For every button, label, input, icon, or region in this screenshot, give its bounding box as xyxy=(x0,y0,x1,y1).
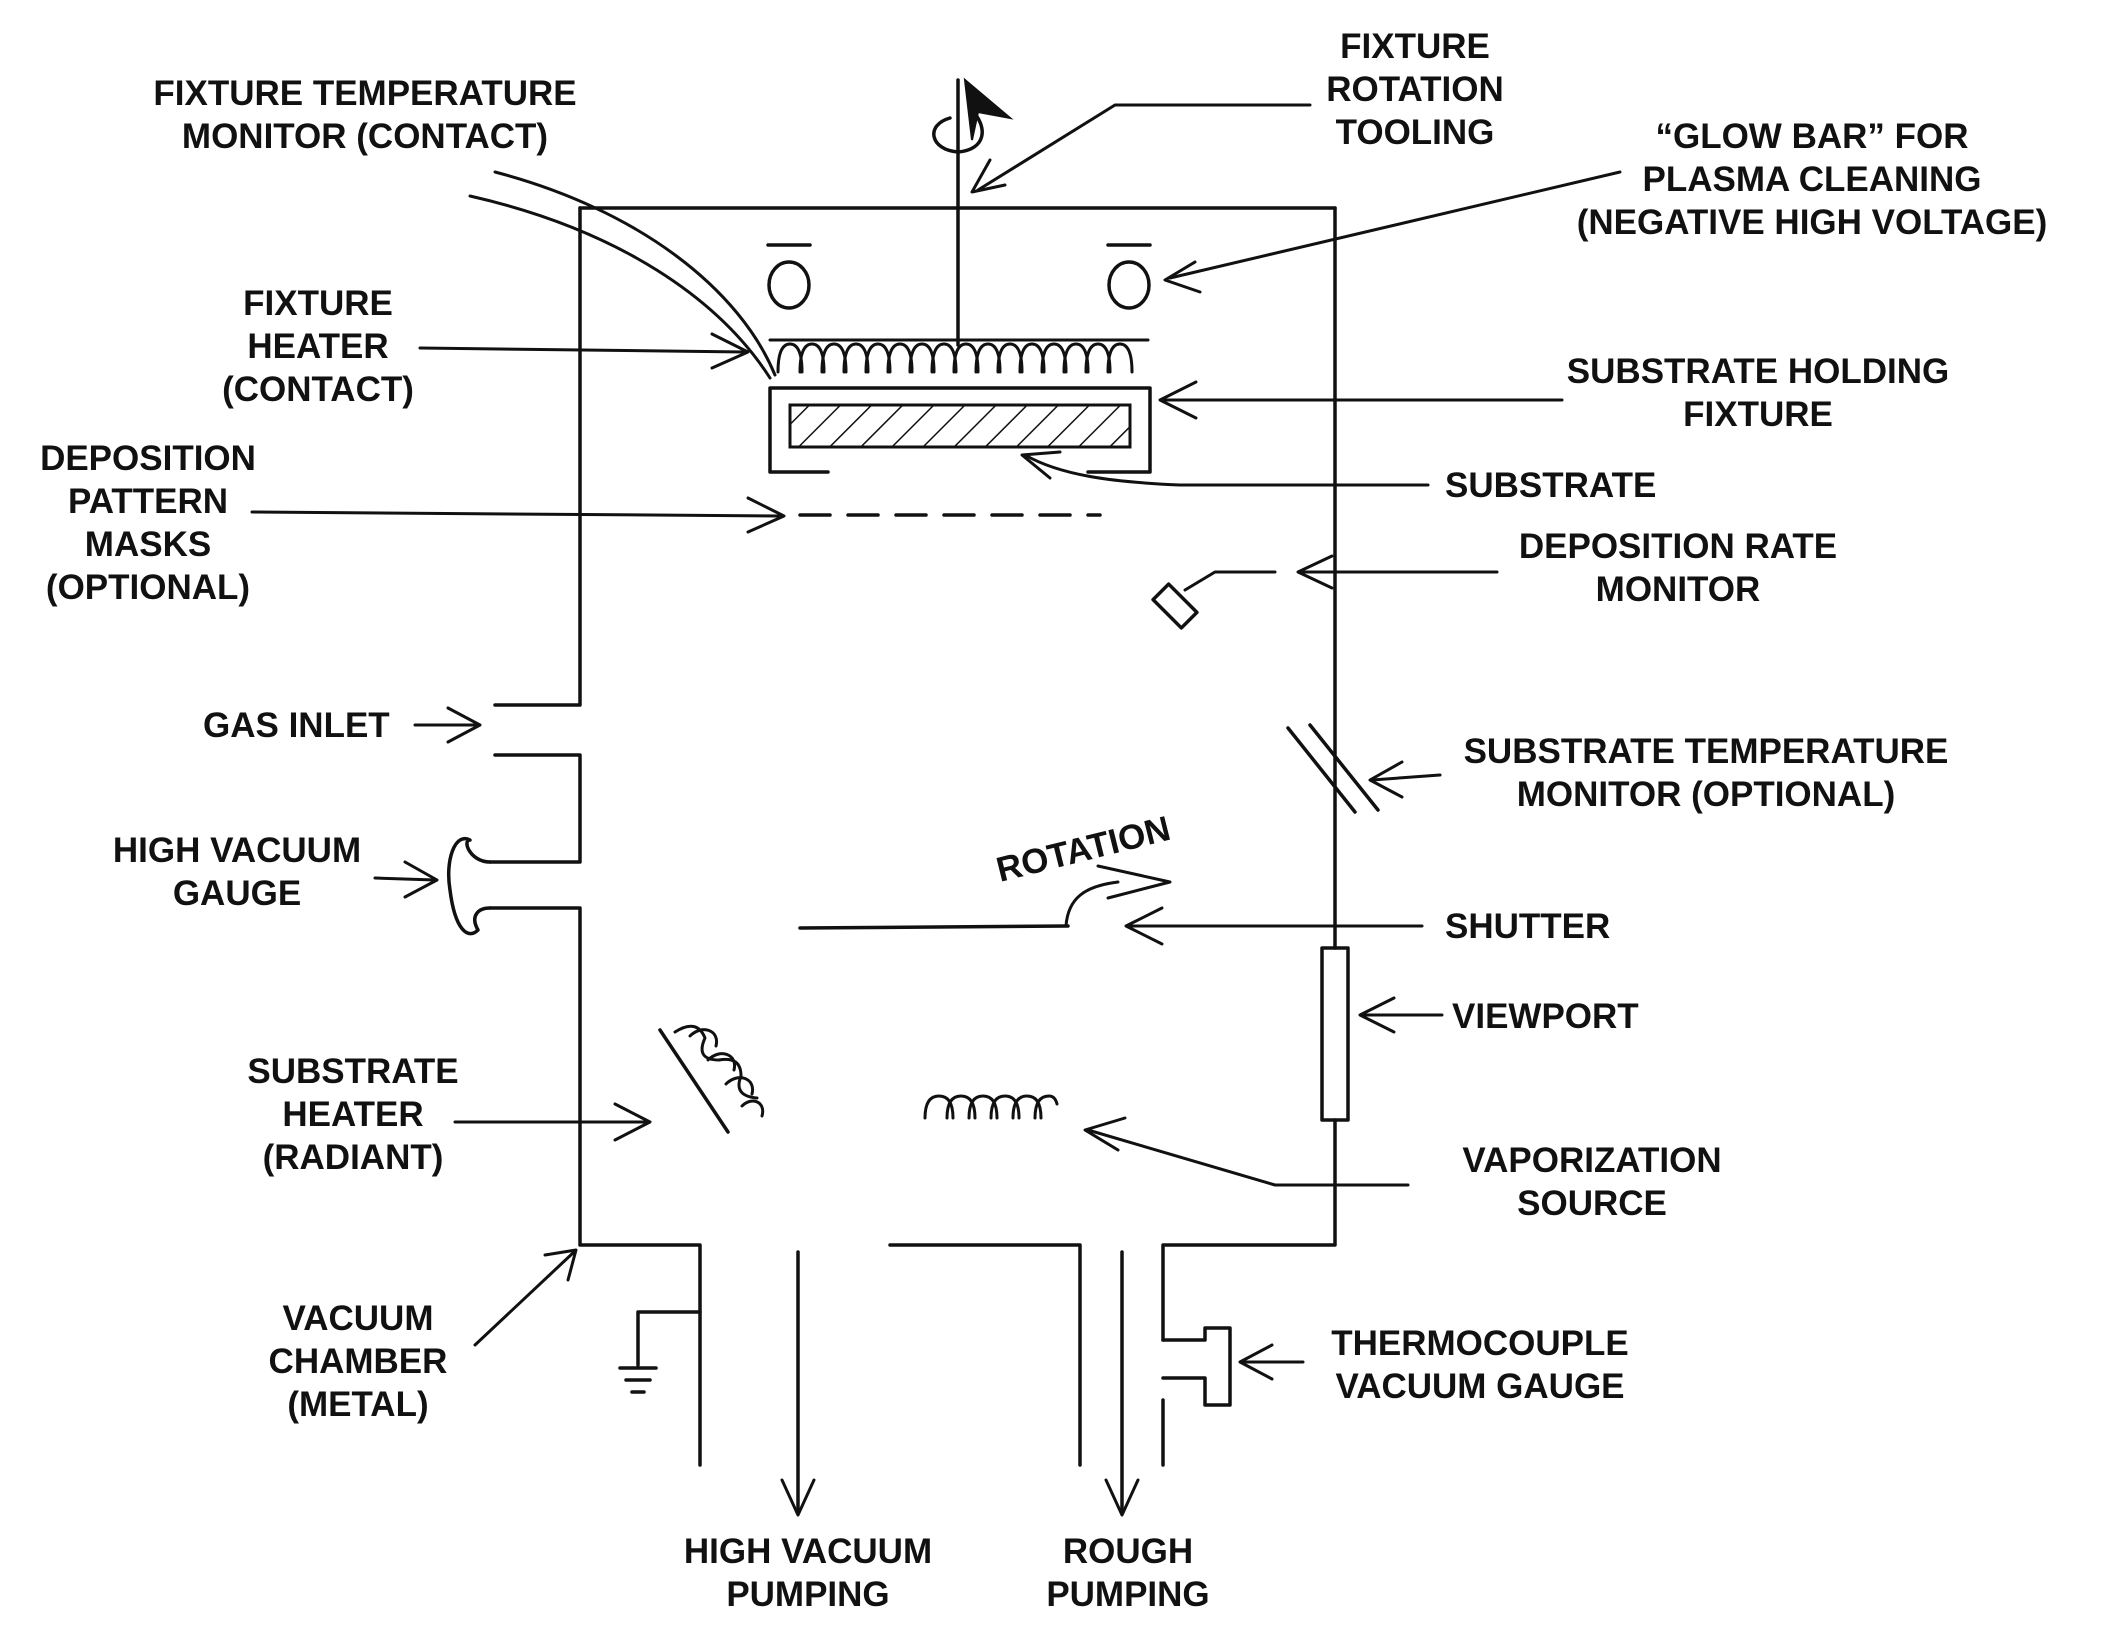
svg-text:“GLOW BAR” FOR: “GLOW BAR” FOR xyxy=(1655,117,1968,156)
deposition-rate-monitor-icon xyxy=(1151,570,1277,630)
leader-substrate-heater xyxy=(453,1102,652,1142)
label-high-vacuum-pumping: HIGH VACUUM PUMPING xyxy=(684,1532,932,1614)
svg-text:HIGH VACUUM: HIGH VACUUM xyxy=(684,1532,932,1571)
svg-text:MONITOR: MONITOR xyxy=(1596,570,1761,609)
svg-text:SHUTTER: SHUTTER xyxy=(1445,907,1610,946)
svg-text:TOOLING: TOOLING xyxy=(1336,113,1495,152)
leader-vacuum-chamber xyxy=(473,1248,578,1347)
leader-thermocouple xyxy=(1238,1343,1305,1381)
label-substrate-temp: SUBSTRATE TEMPERATURE MONITOR (OPTIONAL) xyxy=(1464,732,1949,814)
svg-text:HEATER: HEATER xyxy=(282,1095,423,1134)
svg-text:(CONTACT): (CONTACT) xyxy=(222,370,414,409)
svg-text:PUMPING: PUMPING xyxy=(1046,1575,1209,1614)
leader-vaporization-source xyxy=(1083,1116,1410,1187)
leader-viewport xyxy=(1358,996,1444,1034)
glow-bar-right-icon xyxy=(1106,243,1152,310)
label-fixture-heater: FIXTURE HEATER (CONTACT) xyxy=(222,284,414,409)
high-vacuum-pumping-arrow xyxy=(780,1250,816,1517)
svg-text:THERMOCOUPLE: THERMOCOUPLE xyxy=(1331,1324,1629,1363)
viewport-window xyxy=(1320,946,1350,1122)
svg-text:VAPORIZATION: VAPORIZATION xyxy=(1462,1141,1721,1180)
fixture-rotation-shaft xyxy=(932,77,1014,347)
thermocouple-gauge-icon xyxy=(1161,1326,1232,1407)
svg-text:DEPOSITION RATE: DEPOSITION RATE xyxy=(1519,527,1837,566)
leader-substrate xyxy=(1020,450,1430,487)
svg-text:SUBSTRATE TEMPERATURE: SUBSTRATE TEMPERATURE xyxy=(1464,732,1949,771)
leader-fixture-rotation xyxy=(970,103,1312,194)
svg-text:SUBSTRATE: SUBSTRATE xyxy=(247,1052,458,1091)
svg-text:(NEGATIVE HIGH VOLTAGE): (NEGATIVE HIGH VOLTAGE) xyxy=(1577,203,2048,242)
substrate-temp-monitor-icon xyxy=(1286,723,1380,814)
vaporization-source-coil xyxy=(923,1094,1059,1120)
svg-text:PUMPING: PUMPING xyxy=(726,1575,889,1614)
leader-high-vacuum-gauge xyxy=(373,860,439,899)
label-high-vacuum-gauge: HIGH VACUUM GAUGE xyxy=(113,831,361,913)
svg-text:FIXTURE: FIXTURE xyxy=(243,284,393,323)
svg-text:VIEWPORT: VIEWPORT xyxy=(1452,997,1639,1036)
svg-text:PLASMA CLEANING: PLASMA CLEANING xyxy=(1643,160,1982,199)
svg-text:MONITOR (CONTACT): MONITOR (CONTACT) xyxy=(182,117,548,156)
leader-substrate-holding xyxy=(1158,380,1564,420)
label-substrate-holding: SUBSTRATE HOLDING FIXTURE xyxy=(1567,352,1949,434)
svg-text:FIXTURE: FIXTURE xyxy=(1683,395,1833,434)
leader-glow-bar xyxy=(1163,170,1622,294)
svg-text:FIXTURE TEMPERATURE: FIXTURE TEMPERATURE xyxy=(153,74,576,113)
svg-text:FIXTURE: FIXTURE xyxy=(1340,27,1490,66)
svg-text:ROUGH: ROUGH xyxy=(1063,1532,1193,1571)
glow-bar-left-icon xyxy=(766,243,812,310)
svg-text:DEPOSITION: DEPOSITION xyxy=(40,439,256,478)
svg-text:MASKS: MASKS xyxy=(85,525,211,564)
svg-text:CHAMBER: CHAMBER xyxy=(269,1342,448,1381)
label-thermocouple: THERMOCOUPLE VACUUM GAUGE xyxy=(1331,1324,1629,1406)
svg-text:(OPTIONAL): (OPTIONAL) xyxy=(46,568,250,607)
svg-text:PATTERN: PATTERN xyxy=(68,482,228,521)
svg-text:ROTATION: ROTATION xyxy=(1326,70,1504,109)
label-fixture-temp-monitor: FIXTURE TEMPERATURE MONITOR (CONTACT) xyxy=(153,74,576,156)
label-shutter: SHUTTER xyxy=(1445,907,1610,946)
svg-text:GAUGE: GAUGE xyxy=(173,874,301,913)
leader-deposition-rate xyxy=(1296,554,1499,590)
label-vacuum-chamber: VACUUM CHAMBER (METAL) xyxy=(269,1299,448,1424)
svg-text:HEATER: HEATER xyxy=(247,327,388,366)
svg-text:SUBSTRATE: SUBSTRATE xyxy=(1445,466,1656,505)
svg-text:VACUUM GAUGE: VACUUM GAUGE xyxy=(1335,1367,1624,1406)
leader-shutter xyxy=(1124,906,1424,946)
svg-text:(METAL): (METAL) xyxy=(287,1385,428,1424)
label-substrate-heater: SUBSTRATE HEATER (RADIANT) xyxy=(247,1052,458,1177)
svg-text:MONITOR (OPTIONAL): MONITOR (OPTIONAL) xyxy=(1517,775,1896,814)
substrate-holding-fixture xyxy=(768,386,1152,474)
svg-text:VACUUM: VACUUM xyxy=(282,1299,433,1338)
label-fixture-rotation: FIXTURE ROTATION TOOLING xyxy=(1326,27,1504,152)
label-viewport: VIEWPORT xyxy=(1452,997,1639,1036)
high-vacuum-gauge-icon xyxy=(447,836,492,936)
fixture-heater-coil xyxy=(768,338,1150,374)
label-deposition-masks: DEPOSITION PATTERN MASKS (OPTIONAL) xyxy=(40,439,256,607)
svg-text:SUBSTRATE HOLDING: SUBSTRATE HOLDING xyxy=(1567,352,1949,391)
shutter xyxy=(798,864,1172,930)
label-vaporization-source: VAPORIZATION SOURCE xyxy=(1462,1141,1721,1223)
svg-text:HIGH VACUUM: HIGH VACUUM xyxy=(113,831,361,870)
vacuum-chamber-walls xyxy=(488,206,1337,1467)
svg-text:(RADIANT): (RADIANT) xyxy=(263,1138,444,1177)
label-substrate: SUBSTRATE xyxy=(1445,466,1656,505)
label-gas-inlet: GAS INLET xyxy=(203,706,390,745)
rough-pumping-arrow xyxy=(1104,1250,1140,1517)
leader-substrate-temp xyxy=(1368,760,1442,799)
svg-text:SOURCE: SOURCE xyxy=(1517,1184,1667,1223)
label-rough-pumping: ROUGH PUMPING xyxy=(1046,1532,1209,1614)
substrate-heater-icon xyxy=(658,1024,765,1134)
leader-fixture-heater xyxy=(418,332,750,370)
leader-fixture-temp-monitor xyxy=(468,170,777,380)
label-glow-bar: “GLOW BAR” FOR PLASMA CLEANING (NEGATIVE… xyxy=(1577,117,2048,242)
leader-deposition-masks xyxy=(250,496,786,534)
leader-gas-inlet xyxy=(413,706,482,744)
svg-text:GAS INLET: GAS INLET xyxy=(203,706,390,745)
ground-icon xyxy=(618,1310,702,1394)
label-deposition-rate: DEPOSITION RATE MONITOR xyxy=(1519,527,1837,609)
